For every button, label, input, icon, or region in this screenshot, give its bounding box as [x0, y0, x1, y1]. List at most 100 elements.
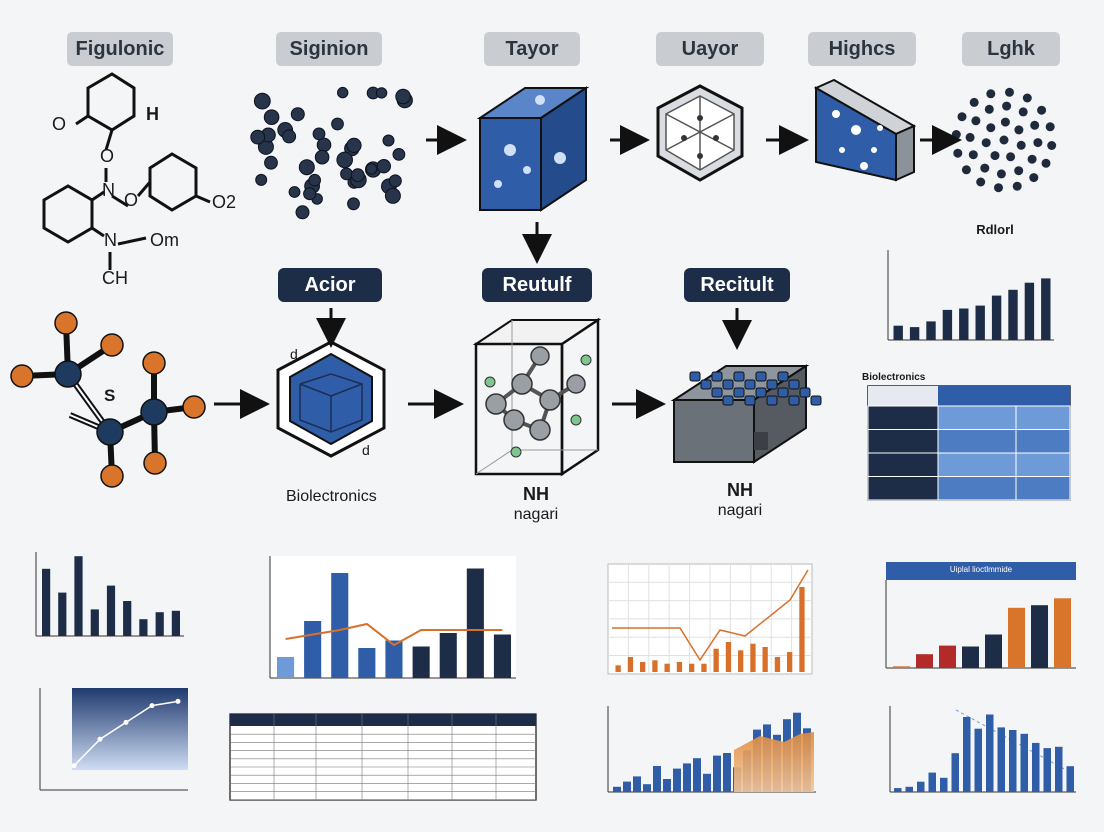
chart-bar — [1032, 742, 1040, 792]
hex-cube-icon — [276, 340, 386, 458]
particle — [255, 173, 268, 186]
chart-bar — [466, 568, 484, 678]
chart-bar — [723, 753, 731, 792]
dot — [986, 123, 996, 133]
chart-bar — [725, 642, 732, 672]
chart-bar — [1024, 282, 1035, 340]
crystal-label-d: d — [290, 346, 298, 362]
particle — [376, 159, 391, 174]
chip-pin — [700, 379, 712, 390]
bottom-mid-right-area-chart — [607, 706, 816, 793]
dot — [981, 138, 991, 148]
chart-bar — [974, 728, 982, 792]
dot — [1014, 125, 1024, 135]
chip-formula: NH — [727, 480, 753, 500]
dot — [1016, 140, 1026, 150]
bottom-mid-right-chart — [607, 563, 813, 675]
chart-bar — [1008, 289, 1018, 340]
table-cell — [937, 405, 1017, 430]
particle — [350, 168, 365, 183]
chart-bar — [90, 609, 99, 636]
particle — [308, 173, 322, 187]
chart-bar — [799, 587, 805, 672]
dot — [1029, 173, 1039, 183]
particle — [282, 129, 297, 144]
chart-bar — [962, 646, 979, 668]
chart-bar — [787, 652, 793, 672]
particle — [382, 134, 395, 147]
chart-title: Uiplal lioctlmmide — [949, 565, 1013, 574]
chart-bar — [928, 772, 936, 792]
chart-bar — [385, 640, 403, 678]
bottom-left-bar-chart — [35, 552, 184, 637]
stage-label-1: Figulonic — [67, 32, 173, 66]
chart-bar — [959, 308, 969, 340]
particle — [375, 87, 388, 99]
chart-bar — [986, 714, 994, 792]
particle — [331, 117, 344, 131]
chart-bar — [304, 621, 322, 678]
chip-pin — [711, 371, 723, 382]
chart-bar — [412, 646, 430, 678]
crystal-label-d: d — [362, 442, 370, 458]
chart-bar — [106, 585, 116, 636]
chart-bar — [905, 786, 913, 792]
particle — [392, 148, 406, 161]
dot — [1027, 154, 1037, 164]
center-formula: NH — [523, 484, 549, 504]
chip-pin — [689, 371, 701, 382]
dot — [980, 163, 990, 173]
chip-pin — [733, 387, 745, 398]
chart-bar — [1041, 278, 1051, 340]
atom-label-s: S — [104, 386, 116, 405]
particle — [337, 86, 349, 99]
dot — [999, 135, 1009, 145]
chip-pin — [766, 379, 778, 390]
chart-bar — [1020, 733, 1028, 792]
dot — [968, 150, 978, 160]
chart-bar — [615, 665, 621, 672]
chart-bar — [1066, 766, 1074, 792]
dot — [1012, 181, 1022, 191]
atom-label-h: H — [146, 104, 159, 124]
dot — [984, 104, 994, 114]
chip-pin — [711, 387, 723, 398]
chart-bar — [139, 619, 148, 636]
dot — [1030, 120, 1040, 130]
chip-pin — [722, 379, 734, 390]
step-label-2: Reutulf — [482, 268, 592, 302]
atom-label-n: N — [102, 180, 115, 200]
blue-cube-icon — [476, 86, 590, 212]
chart-bar — [893, 666, 910, 668]
dot — [953, 148, 963, 158]
dot — [1022, 93, 1032, 103]
data-point — [149, 703, 155, 709]
dot — [1047, 141, 1057, 150]
chip-pin — [777, 371, 789, 382]
chart-bar — [123, 601, 132, 636]
area-fill — [734, 732, 814, 792]
data-point — [97, 736, 103, 742]
molecular-cube-icon — [472, 317, 602, 477]
chart-bar — [963, 717, 971, 792]
table-cell — [1015, 476, 1071, 501]
table-cell — [937, 429, 1017, 454]
step-label-3: Recitult — [684, 268, 790, 302]
chart-title: Rdlorl — [976, 222, 1014, 237]
series-line — [285, 622, 503, 647]
particle — [365, 163, 378, 175]
chart-bar — [331, 573, 349, 678]
chart-bar — [713, 755, 721, 792]
dot — [986, 89, 996, 99]
bottom-right-trend-chart — [889, 706, 1076, 793]
dot — [1005, 87, 1014, 97]
hexagonal-lattice-icon — [656, 84, 744, 182]
dot — [965, 132, 975, 142]
particle — [346, 137, 362, 153]
chart-bar — [42, 568, 51, 636]
atom-label-ch: CH — [102, 268, 128, 288]
chip-caption: nagari — [717, 502, 763, 519]
chart-bar — [975, 305, 985, 340]
atom-label-o: O — [124, 190, 139, 210]
